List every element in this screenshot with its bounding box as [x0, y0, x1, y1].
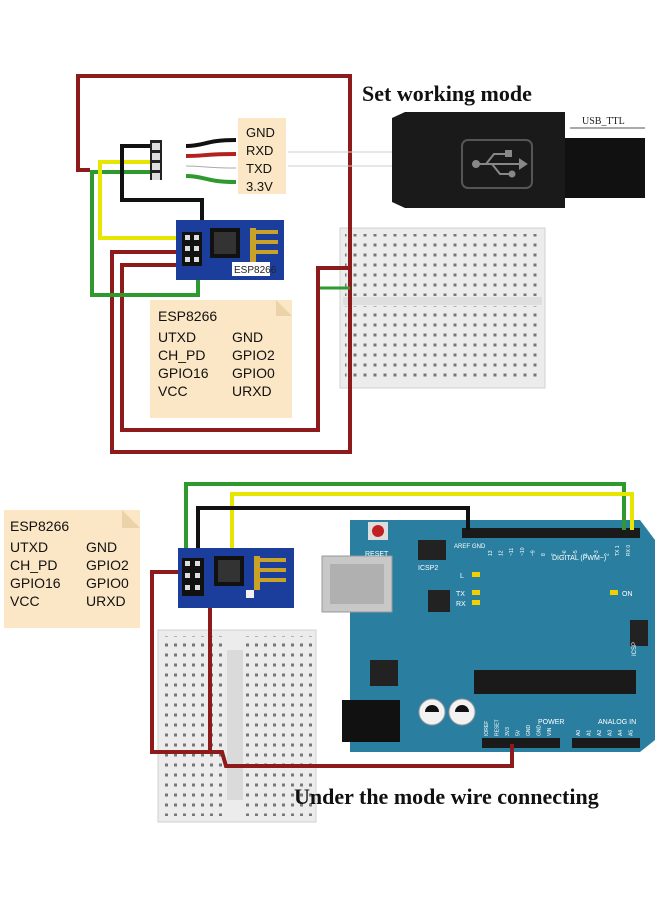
rx-led-label: RX: [456, 601, 466, 608]
bottom-pinout-gnd: GND: [86, 539, 117, 555]
yellow-wire: [98, 160, 186, 240]
bottom-esp8266-module: [178, 548, 294, 608]
pin-label: 3V3: [505, 727, 511, 736]
pin-label: 5V: [516, 729, 522, 736]
top-section: GND RXD TXD 3.3V USB_TTL Set workin: [76, 74, 645, 454]
power-pin-labels: IOREF RESET 3V3 5V GND GND VIN: [484, 719, 553, 736]
pin-label: A1: [587, 730, 593, 736]
pin-label: ~6: [562, 550, 568, 556]
pin-label: 2: [605, 553, 611, 556]
pin-label: A0: [576, 730, 582, 736]
red-wire-loop: [76, 74, 352, 454]
usb-pin-gnd: GND: [246, 125, 275, 140]
bottom-pinout-title: ESP8266: [10, 518, 69, 534]
pin-label: A2: [597, 730, 603, 736]
top-pinout-gpio16: GPIO16: [158, 365, 209, 381]
bottom-pinout-gpio0: GPIO0: [86, 575, 129, 591]
pin-label: ~9: [530, 550, 536, 556]
top-breadboard: [339, 227, 546, 389]
pin-label: A3: [608, 730, 614, 736]
icsp-label: ICSP: [632, 642, 638, 656]
top-pinout-gpio0: GPIO0: [232, 365, 275, 381]
bottom-pinout-gpio2: GPIO2: [86, 557, 129, 573]
top-title: Set working mode: [362, 81, 532, 106]
bottom-pinout-gpio16: GPIO16: [10, 575, 61, 591]
usb-ttl-adapter: USB_TTL: [392, 112, 645, 208]
pin-label: A4: [618, 730, 624, 736]
pin-header-connector: [150, 140, 162, 180]
aref-label: AREF: [454, 544, 470, 550]
pin-label: 4: [583, 553, 589, 556]
tx-led-label: TX: [456, 591, 465, 598]
digital-pin-labels: 13 12 ~11 ~10 ~9 8 7 ~6 ~5 4 ~3 2 TX 1 RX 0: [488, 545, 632, 556]
digital-label: DIGITAL (PWM~): [552, 555, 606, 562]
usb-icon: [472, 150, 528, 178]
pin-label: 7: [552, 553, 558, 556]
top-pinout-urxd: URXD: [232, 383, 272, 399]
usb-pin-3v3: 3.3V: [246, 179, 273, 194]
green-wire: [90, 170, 200, 297]
bottom-red-wire-left: [150, 570, 222, 754]
pin-label: 13: [488, 550, 494, 556]
top-pinout-utxd: UTXD: [158, 329, 196, 345]
top-pinout-gnd: GND: [232, 329, 263, 345]
bottom-breadboard: [157, 629, 317, 823]
pin-label: TX 1: [615, 545, 621, 556]
pin-label: GND: [526, 725, 532, 737]
usb-pin-txd: TXD: [246, 161, 272, 176]
black-wire: [120, 144, 204, 232]
usb-pin-rxd: RXD: [246, 143, 273, 158]
pin-label: ~5: [573, 550, 579, 556]
bottom-pinout-note: ESP8266 UTXD GND CH_PD GPIO2 GPIO16 GPIO…: [4, 510, 140, 628]
pin-label: ~11: [509, 548, 515, 556]
pin-label: 12: [499, 550, 505, 556]
top-pinout-note: ESP8266 UTXD GND CH_PD GPIO2 GPIO16 GPIO…: [150, 300, 292, 418]
pin-label: GND: [537, 725, 543, 737]
pin-label: RX 0: [626, 545, 632, 556]
bottom-title: Under the mode wire connecting: [294, 784, 599, 809]
icsp2-label: ICSP2: [418, 565, 438, 572]
power-label: POWER: [538, 719, 564, 726]
pin-label: ~3: [594, 550, 600, 556]
bottom-green-wire: [184, 482, 626, 560]
top-pinout-title: ESP8266: [158, 308, 217, 324]
power-header: [482, 738, 560, 748]
pin-label: ~10: [520, 547, 526, 556]
top-pinout-chpd: CH_PD: [158, 347, 205, 363]
pin-label: RESET: [495, 719, 501, 736]
top-esp-chip-label: ESP8266: [234, 265, 277, 276]
usb-ribbon-wires: [185, 138, 237, 184]
pin-label: 8: [541, 553, 547, 556]
usb-ttl-label: USB_TTL: [582, 116, 625, 127]
usb-pin-label-box: [238, 118, 286, 194]
digital-header: [462, 528, 640, 538]
red-wire-inner: [120, 263, 352, 432]
analog-pin-labels: A0 A1 A2 A3 A4 A5: [576, 730, 635, 736]
analog-header: [572, 738, 640, 748]
atmega-chip: [474, 670, 636, 694]
analog-label: ANALOG IN: [598, 719, 636, 726]
l-led-label: L: [460, 573, 464, 580]
gnd-label: GND: [472, 544, 486, 550]
pin-label: A5: [629, 730, 635, 736]
top-pinout-gpio2: GPIO2: [232, 347, 275, 363]
bottom-pinout-vcc: VCC: [10, 593, 40, 609]
top-pinout-vcc: VCC: [158, 383, 188, 399]
reset-label: RESET: [365, 551, 389, 558]
bottom-pinout-chpd: CH_PD: [10, 557, 57, 573]
bottom-pinout-utxd: UTXD: [10, 539, 48, 555]
pin-label: IOREF: [484, 721, 490, 736]
bottom-pinout-urxd: URXD: [86, 593, 126, 609]
pin-label: VIN: [547, 727, 553, 736]
arduino-power-jack: [342, 700, 400, 742]
on-led-label: ON: [622, 591, 633, 598]
top-esp8266-module: ESP8266: [176, 220, 284, 280]
